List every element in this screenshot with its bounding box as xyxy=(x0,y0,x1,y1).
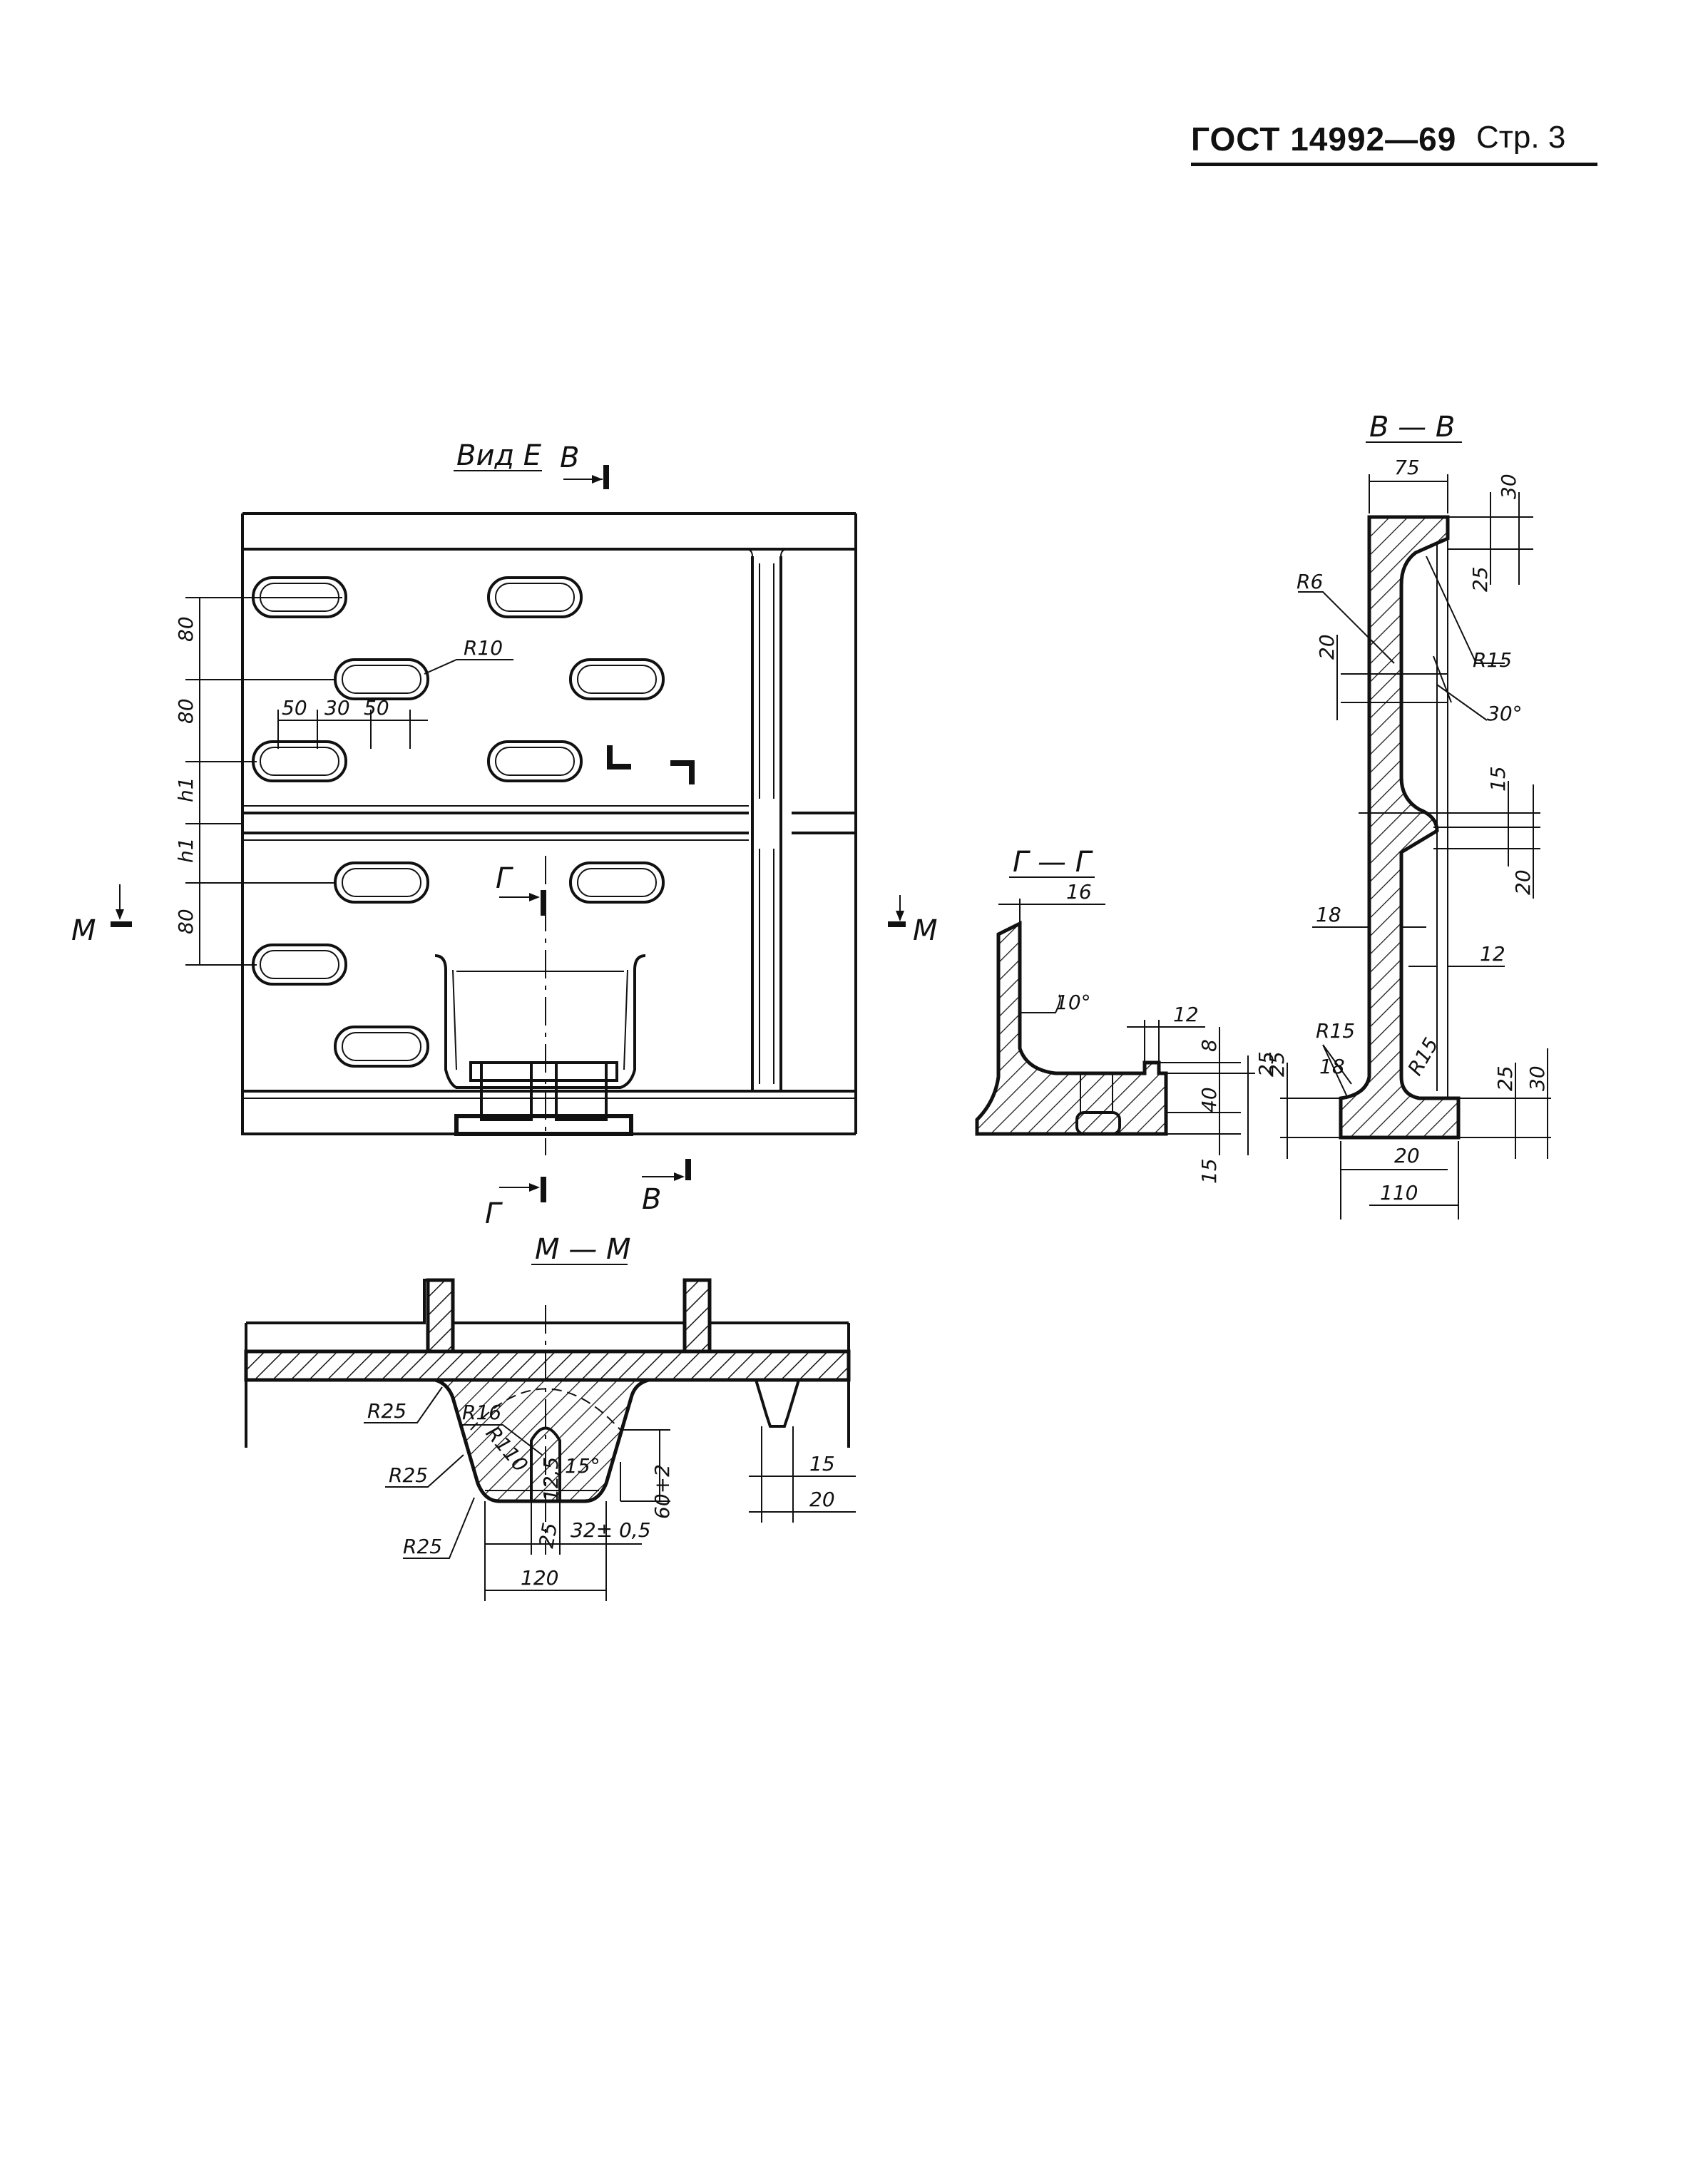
dim-mm-60: 60+2 xyxy=(650,1464,674,1519)
dim-mm-r25-mid: R25 xyxy=(389,1463,428,1487)
section-vv: В — В 75 30 25 R6 R15 20 30° 15 20 18 12… xyxy=(1265,411,1551,1220)
slot-holes xyxy=(252,576,665,1068)
marker-g-top: Г xyxy=(496,862,513,895)
dim-vv-r15-top: R15 xyxy=(1473,648,1512,672)
dim-gg-8: 8 xyxy=(1197,1039,1221,1052)
header-rule xyxy=(1191,163,1597,166)
dim-mm-r25-top: R25 xyxy=(367,1399,406,1423)
page-number: Стр. 3 xyxy=(1476,120,1566,155)
section-mm: М — М R25 R16 R110 R25 R25 12,5 15° 60+2… xyxy=(244,1233,856,1601)
dim-vv-18: 18 xyxy=(1316,903,1341,926)
dim-r10: R10 xyxy=(464,636,503,660)
dim-gg-15: 15 xyxy=(1197,1158,1221,1184)
dim-vv-20-mid: 20 xyxy=(1511,869,1535,895)
dim-50-left: 50 xyxy=(282,696,307,720)
marker-v-top: В xyxy=(560,441,579,474)
dim-vv-75: 75 xyxy=(1394,456,1420,479)
dim-vv-25-left: 25 xyxy=(1265,1051,1289,1077)
section-mm-title: М — М xyxy=(535,1233,630,1266)
view-e: Вид Е В xyxy=(71,439,938,1230)
marker-v-bottom: В xyxy=(642,1183,661,1216)
dim-gg-40: 40 xyxy=(1197,1087,1221,1113)
dim-80-bottom: 80 xyxy=(174,909,198,934)
dim-mm-15: 15 xyxy=(809,1452,835,1476)
dim-vv-18-b: 18 xyxy=(1319,1055,1345,1078)
dim-50-right: 50 xyxy=(364,696,389,720)
marker-m-left: М xyxy=(71,914,96,947)
dim-mm-32: 32± 0,5 xyxy=(571,1518,651,1542)
dim-gg-10deg: 10° xyxy=(1055,991,1091,1014)
dim-vv-110: 110 xyxy=(1380,1181,1418,1205)
dim-mm-25: 25 xyxy=(534,1520,562,1550)
dim-vv-25-top: 25 xyxy=(1468,566,1492,592)
dim-vv-30-bottom: 30 xyxy=(1525,1065,1549,1091)
standard-number: ГОСТ 14992—69 xyxy=(1191,121,1457,158)
dim-80-mid: 80 xyxy=(174,698,198,724)
dim-mm-12-5: 12,5 xyxy=(539,1457,563,1501)
dim-vv-20-top: 20 xyxy=(1315,634,1339,660)
section-gg: Г — Г 16 10° 12 8 40 15 25 xyxy=(975,846,1278,1184)
dim-mm-r25-bottom: R25 xyxy=(403,1535,442,1558)
dim-mm-20: 20 xyxy=(809,1488,835,1511)
marker-m-right: М xyxy=(913,914,938,947)
view-e-title: Вид Е xyxy=(456,439,542,472)
dim-gg-25: 25 xyxy=(1254,1051,1278,1077)
dim-vv-15: 15 xyxy=(1486,766,1510,792)
dim-h1-a: h1 xyxy=(174,777,198,802)
dim-vv-r6: R6 xyxy=(1297,570,1323,593)
dim-gg-16: 16 xyxy=(1066,880,1092,904)
dim-vv-30deg: 30° xyxy=(1487,702,1523,725)
dim-80-top: 80 xyxy=(174,616,198,642)
dim-mm-r16: R16 xyxy=(462,1401,501,1424)
dim-mm-15deg: 15° xyxy=(565,1454,600,1478)
section-vv-title: В — В xyxy=(1369,411,1455,444)
page-header: ГОСТ 14992—69 Стр. 3 xyxy=(1170,120,1597,170)
dim-vv-r15-left: R15 xyxy=(1316,1019,1355,1043)
dim-vv-20-bottom: 20 xyxy=(1394,1144,1420,1167)
marker-g-bottom: Г xyxy=(485,1197,503,1230)
dim-vv-12: 12 xyxy=(1480,942,1505,966)
dim-30: 30 xyxy=(324,696,350,720)
dim-vv-25-right: 25 xyxy=(1493,1065,1517,1091)
section-gg-title: Г — Г xyxy=(1013,846,1093,879)
dim-gg-12: 12 xyxy=(1173,1003,1199,1026)
dim-mm-120: 120 xyxy=(521,1566,558,1590)
dim-h1-b: h1 xyxy=(174,837,198,863)
dim-vv-30-top: 30 xyxy=(1497,474,1520,499)
